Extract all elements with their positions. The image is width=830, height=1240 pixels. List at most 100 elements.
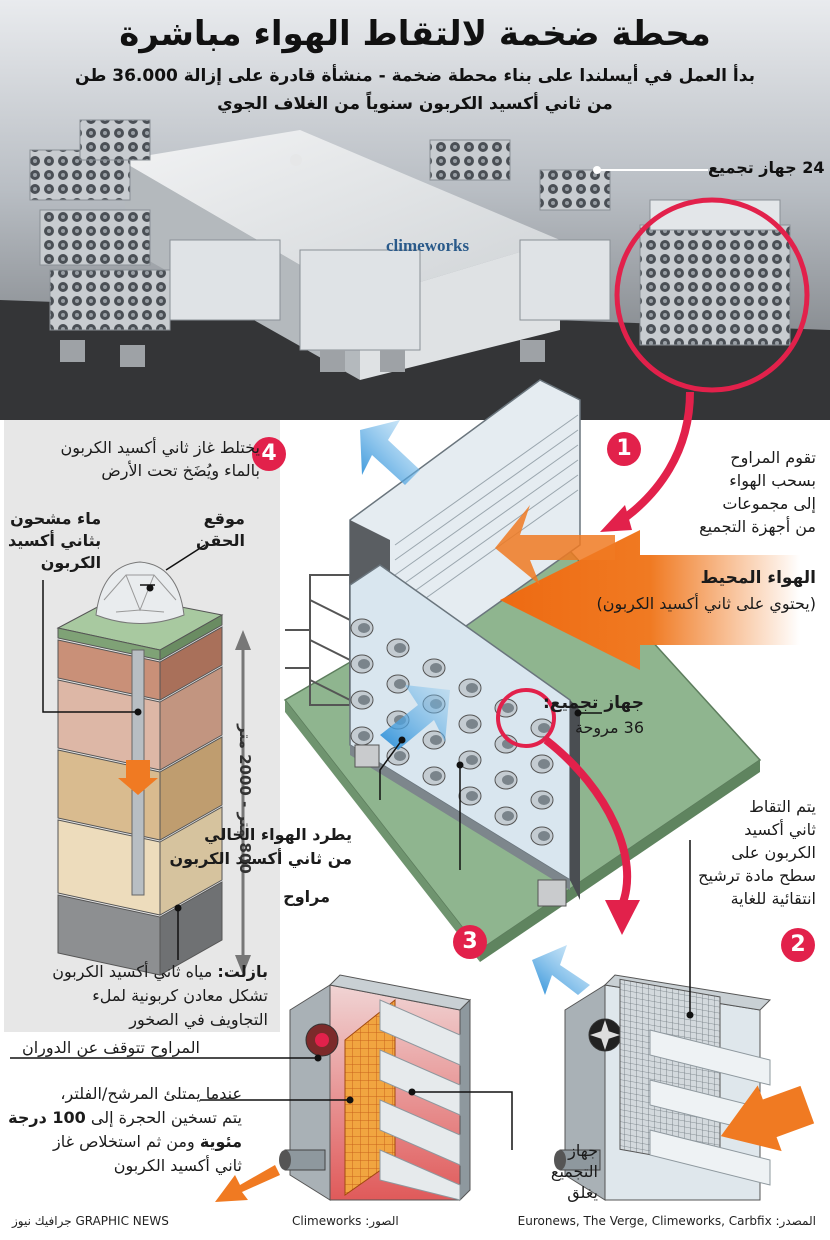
fan-hub	[394, 679, 406, 689]
exhaust-arrow	[360, 420, 420, 485]
charged-water-label: ماء مشحون بثاني أكسيد الكربون	[8, 508, 101, 574]
collector-title: جهاز تجميع:	[543, 693, 644, 713]
step-2-text: يتم التقاط ثاني أكسيد الكربون على سطح ما…	[698, 795, 816, 910]
fan-hub	[502, 775, 514, 785]
fan-hub	[538, 759, 550, 769]
text-line: الكربون	[40, 553, 102, 572]
text-line: جهاز	[568, 1141, 598, 1160]
text-line: موقع	[203, 509, 245, 528]
expel-air-line2: من ثاني أكسيد الكربون	[169, 849, 352, 868]
text-line: إلى مجموعات	[722, 494, 816, 513]
text-line: التجميع	[550, 1162, 598, 1181]
source-label: المصدر:	[775, 1214, 816, 1228]
step-4-badge: 4	[252, 437, 286, 471]
text-line: ثاني أكسيد الكربون	[113, 1156, 242, 1175]
step-3-badge: 3	[453, 925, 487, 959]
text-line: الكربون على	[731, 843, 816, 862]
fan-hub	[430, 663, 442, 673]
depth-label: 800 متر - 2000 متر	[236, 724, 254, 874]
climeworks-logo: climeworks	[386, 236, 470, 255]
text-line: يتم تسخين الحجرة إلى	[90, 1108, 242, 1127]
fan-hub	[430, 735, 442, 745]
ground-edge	[480, 760, 760, 962]
collectors-count-label: 24 جهاز تجميع	[708, 158, 825, 177]
text-line: يختلط غاز ثاني أكسيد الكربون	[60, 438, 260, 457]
ground-edge	[285, 700, 480, 962]
rock-column	[56, 561, 224, 976]
fan-hub	[538, 723, 550, 733]
fan-hub	[430, 771, 442, 781]
collector-closes-text: جهاز التجميع يغلق	[551, 1140, 598, 1203]
fan-hub	[466, 719, 478, 729]
source-credit: المصدر: Euronews, The Verge, Climeworks,…	[518, 1214, 816, 1228]
plant-illustration	[0, 0, 830, 420]
fan-grid	[350, 618, 554, 846]
text-line: تشكل معادن كربونية لملء	[92, 986, 268, 1005]
basalt-title: بازلت:	[217, 962, 268, 981]
fan-hub	[466, 755, 478, 765]
heat-text: عندما يمتلئ المرشح/الفلتر، يتم تسخين الح…	[8, 1082, 242, 1178]
text-line: ماء مشحون	[10, 509, 102, 528]
text-line: سطح مادة ترشيح	[698, 866, 816, 885]
text-line: تقوم المراوح	[730, 448, 816, 467]
fan-hub	[502, 811, 514, 821]
photo-text: Climeworks	[292, 1214, 362, 1228]
plant-photo	[0, 0, 830, 420]
text-line: يغلق	[567, 1183, 598, 1202]
fan-hub	[358, 659, 370, 669]
fan-hub	[394, 643, 406, 653]
zoom-circle	[614, 197, 810, 393]
fan-hub	[358, 695, 370, 705]
step-1-badge: 1	[607, 432, 641, 466]
fan-hub	[394, 751, 406, 761]
text-line: يتم التقاط	[749, 797, 816, 816]
fan-hub	[466, 791, 478, 801]
step-1-text: تقوم المراوح بسحب الهواء إلى مجموعات من …	[699, 446, 816, 538]
step-2-badge: 2	[781, 928, 815, 962]
intake-arrow	[720, 1085, 815, 1152]
heat-value: 100 درجة	[8, 1108, 86, 1127]
fan-hub	[358, 731, 370, 741]
heating-chamber	[279, 974, 472, 1202]
subtitle-line: بدأ العمل في أيسلندا على بناء محطة ضخمة …	[75, 66, 755, 86]
ambient-air-arrow	[500, 530, 800, 670]
fans-label: مراوح	[283, 887, 330, 906]
text-line: ثاني أكسيد	[744, 820, 816, 839]
fan-hub	[358, 623, 370, 633]
zoom-arrow	[612, 391, 694, 529]
step-4-text: يختلط غاز ثاني أكسيد الكربون بالماء ويُض…	[60, 436, 260, 482]
page-subtitle: بدأ العمل في أيسلندا على بناء محطة ضخمة …	[60, 62, 770, 118]
detail-arrow	[543, 736, 632, 907]
graphic-news-credit: GRAPHIC NEWS جرافيك نيوز	[12, 1214, 169, 1228]
photo-credit: الصور: Climeworks	[292, 1214, 399, 1228]
text-line: بثاني أكسيد	[8, 531, 102, 550]
injection-site-label: موقع الحقن	[196, 508, 245, 552]
text-line: ومن ثم استخلاص غاز	[53, 1132, 195, 1151]
fan-hub	[538, 831, 550, 841]
heat-unit: مئوية	[199, 1132, 242, 1151]
fan-zoom-circle	[496, 688, 556, 748]
text-line: انتقائية للغاية	[730, 889, 816, 908]
fans-stop-text: المراوح تتوقف عن الدوران	[21, 1038, 200, 1057]
text-line: بسحب الهواء	[729, 471, 816, 490]
fan-hub	[538, 795, 550, 805]
expel-air-line1: يطرد الهواء الخالي	[204, 825, 352, 844]
exhaust-arrow	[380, 685, 450, 750]
page-title: محطة ضخمة لالتقاط الهواء مباشرة	[119, 14, 711, 54]
photo-label: الصور:	[365, 1214, 399, 1228]
text-line: مياه ثاني أكسيد الكربون	[52, 962, 213, 981]
text-line: عندما يمتلئ المرشح/الفلتر،	[60, 1084, 242, 1103]
ambient-air-title: الهواء المحيط	[700, 568, 816, 588]
text-line: التجاويف في الصخور	[129, 1010, 268, 1029]
source-text: Euronews, The Verge, Climeworks, Carbfix	[517, 1214, 772, 1228]
fan-hub	[466, 683, 478, 693]
text-line: من أجهزة التجميع	[699, 517, 816, 536]
ambient-air-note: (يحتوي على ثاني أكسيد الكربون)	[596, 594, 816, 613]
exhaust-arrow-small	[532, 945, 590, 995]
basalt-text: بازلت: مياه ثاني أكسيد الكربون تشكل معاد…	[52, 960, 268, 1032]
co2-output-arrow	[215, 1165, 280, 1202]
text-line: الحقن	[196, 531, 245, 550]
fan-hub	[502, 703, 514, 713]
text-line: بالماء ويُضَخ تحت الأرض	[101, 461, 260, 480]
